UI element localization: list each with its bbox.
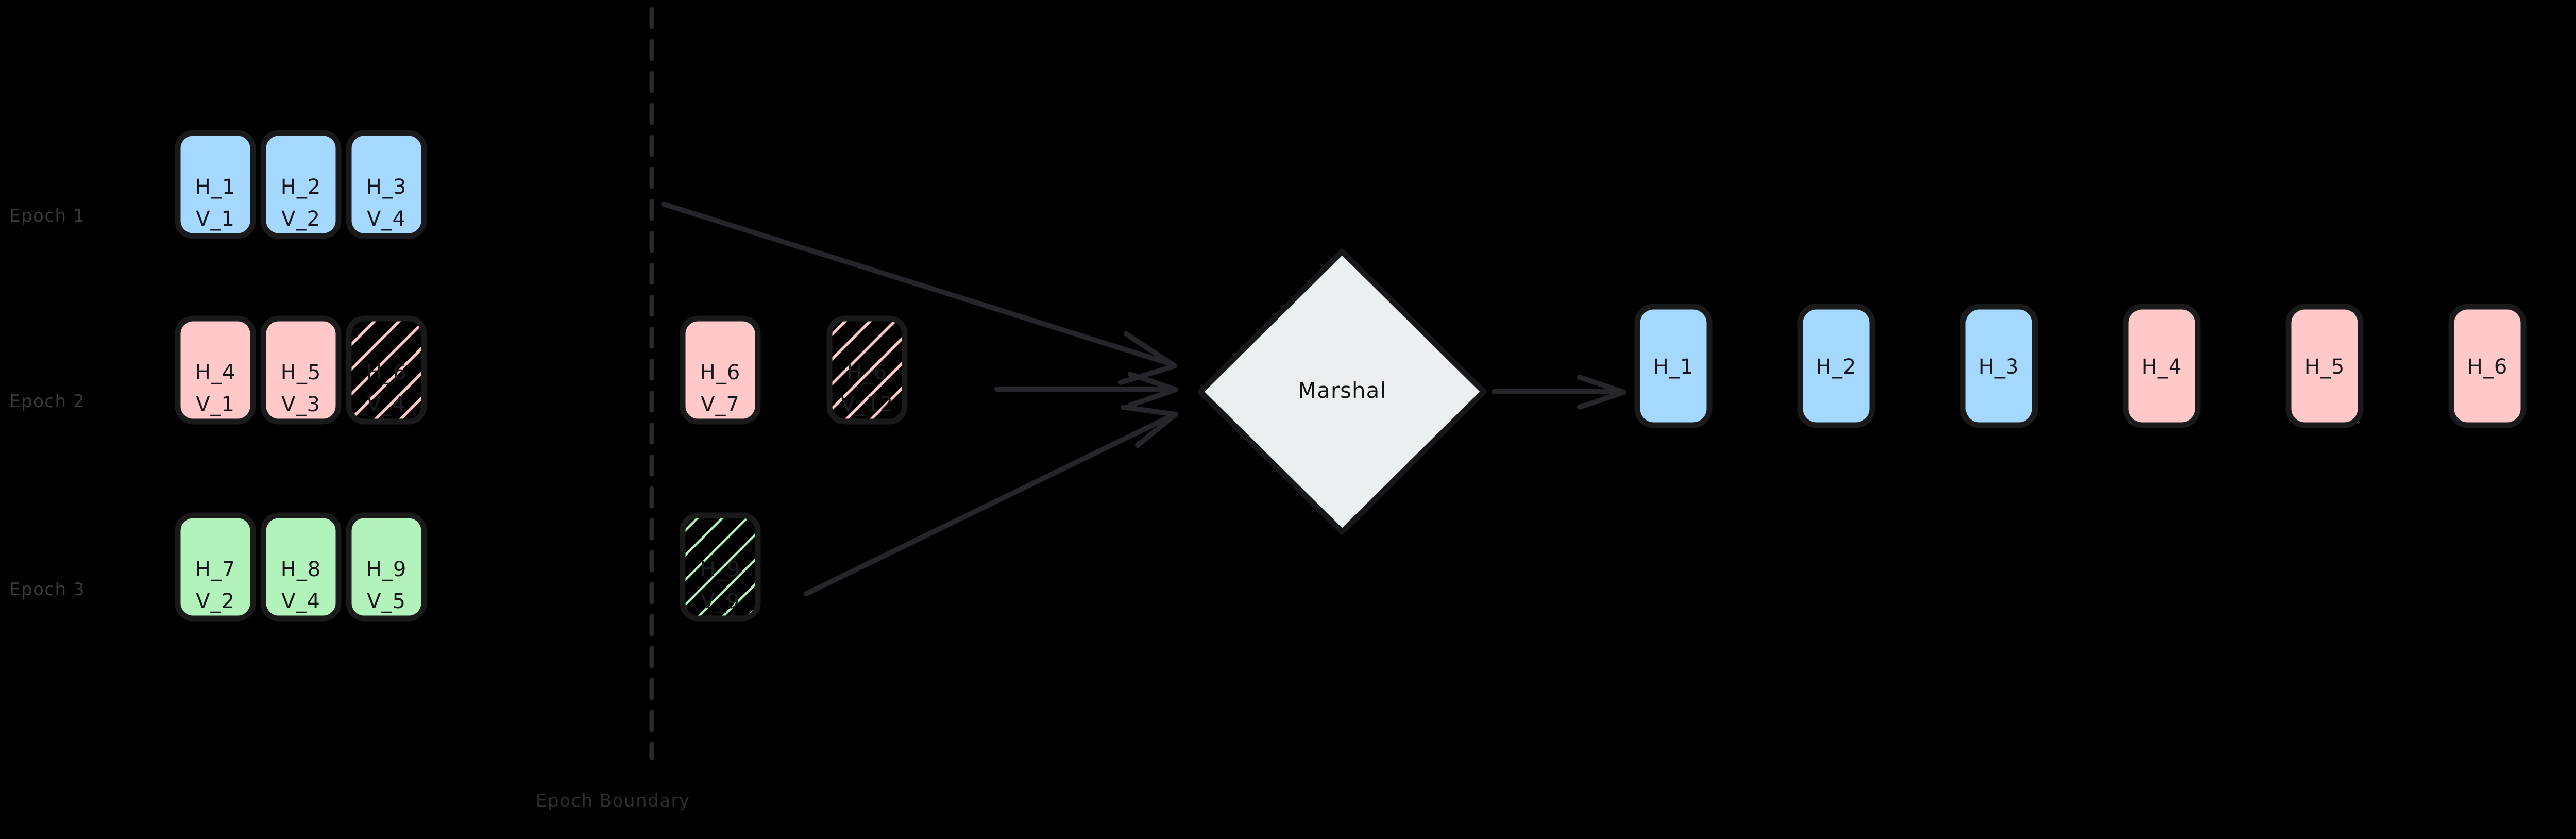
node-v-label: V_3 bbox=[281, 393, 320, 416]
epoch-2-row: H_4 V_1 H_5 V_3 H_6 V_4 H_6 V_7 bbox=[175, 315, 908, 425]
edge-epoch3-to-marshal bbox=[804, 405, 1178, 596]
node-h2[interactable]: H_2 V_2 bbox=[260, 130, 342, 239]
edge-epoch2-to-marshal bbox=[994, 372, 1178, 408]
node-h6-v4-hatched[interactable]: H_6 V_4 bbox=[346, 315, 427, 425]
node-v-label: V_1 bbox=[196, 207, 235, 231]
epoch-boundary-label: Epoch Boundary bbox=[536, 791, 690, 811]
node-h6-v12-hatched[interactable]: H_6 V_12 bbox=[826, 315, 908, 425]
node-h-label: H_3 bbox=[366, 175, 407, 199]
node-v-label: V_9 bbox=[701, 590, 740, 613]
marshal-node[interactable]: Marshal bbox=[1197, 248, 1487, 535]
node-h-label: H_9 bbox=[366, 558, 407, 581]
output-node-h5[interactable]: H_5 bbox=[2285, 304, 2364, 428]
row-label-epoch-3: Epoch 3 bbox=[9, 579, 85, 600]
node-h-label: H_8 bbox=[281, 558, 321, 581]
node-h4[interactable]: H_4 V_1 bbox=[175, 315, 256, 425]
node-h-label: H_7 bbox=[195, 558, 236, 581]
row-label-epoch-1: Epoch 1 bbox=[9, 206, 85, 226]
node-h9[interactable]: H_9 V_5 bbox=[346, 512, 427, 622]
node-v-label: V_5 bbox=[367, 590, 406, 613]
node-h-label: H_4 bbox=[195, 361, 236, 384]
marshalled-output-row: H_1 H_2 H_3 H_4 H_5 bbox=[1634, 304, 2527, 428]
node-v-label: V_4 bbox=[367, 207, 406, 231]
epoch-boundary-group: Epoch Boundary bbox=[536, 7, 690, 811]
node-h-label: H_2 bbox=[281, 175, 321, 199]
epoch-1-row: H_1 V_1 H_2 V_2 H_3 V_4 bbox=[175, 130, 427, 239]
node-h-label: H_5 bbox=[281, 361, 321, 384]
node-h7[interactable]: H_7 V_2 bbox=[175, 512, 256, 622]
node-v-label: V_4 bbox=[281, 590, 320, 613]
output-node-h2[interactable]: H_2 bbox=[1797, 304, 1875, 428]
node-h-label: H_6 bbox=[366, 361, 407, 384]
node-h-label: H_9 bbox=[700, 558, 741, 581]
node-h9-v9-hatched[interactable]: H_9 V_9 bbox=[680, 512, 761, 622]
output-node-label: H_1 bbox=[1653, 355, 1694, 379]
output-node-label: H_3 bbox=[1979, 355, 2020, 379]
node-h8[interactable]: H_8 V_4 bbox=[260, 512, 342, 622]
node-h6-v7[interactable]: H_6 V_7 bbox=[680, 315, 761, 425]
node-v-label: V_2 bbox=[196, 590, 235, 613]
node-h-label: H_6 bbox=[847, 361, 888, 384]
node-v-label: V_2 bbox=[281, 207, 320, 231]
node-v-label: V_12 bbox=[841, 393, 893, 416]
output-node-h3[interactable]: H_3 bbox=[1960, 304, 2038, 428]
marshal-label: Marshal bbox=[1298, 378, 1386, 403]
output-node-h4[interactable]: H_4 bbox=[2123, 304, 2201, 428]
node-h5[interactable]: H_5 V_3 bbox=[260, 315, 342, 425]
output-node-label: H_5 bbox=[2304, 355, 2345, 379]
output-node-label: H_6 bbox=[2467, 355, 2508, 379]
epoch-3-row: H_7 V_2 H_8 V_4 H_9 V_5 H_9 V_9 bbox=[175, 512, 761, 622]
output-node-h1[interactable]: H_1 bbox=[1634, 304, 1713, 428]
row-label-epoch-2: Epoch 2 bbox=[9, 391, 85, 412]
output-node-label: H_2 bbox=[1816, 355, 1857, 379]
node-h-label: H_6 bbox=[700, 361, 741, 384]
node-v-label: V_7 bbox=[701, 393, 740, 416]
node-h3[interactable]: H_3 V_4 bbox=[346, 130, 427, 239]
edge-marshal-to-output bbox=[1492, 375, 1626, 410]
output-node-label: H_4 bbox=[2142, 355, 2182, 379]
node-h1[interactable]: H_1 V_1 bbox=[175, 130, 256, 239]
node-v-label: V_4 bbox=[367, 393, 406, 416]
node-h-label: H_1 bbox=[195, 175, 236, 199]
output-node-h6[interactable]: H_6 bbox=[2448, 304, 2527, 428]
node-v-label: V_1 bbox=[196, 393, 235, 416]
